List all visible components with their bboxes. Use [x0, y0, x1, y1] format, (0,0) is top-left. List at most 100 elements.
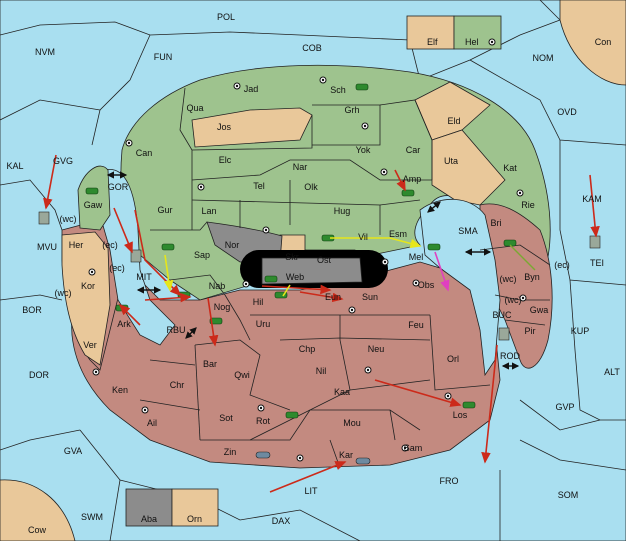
sea-label-alt-20[interactable]: ALT	[604, 367, 620, 377]
sea-label-pol-0[interactable]: POL	[217, 12, 235, 22]
land-label-bri-21[interactable]: Bri	[491, 218, 502, 228]
sea-label-lit-25[interactable]: LIT	[304, 486, 318, 496]
land-label-jos-3[interactable]: Jos	[217, 122, 232, 132]
land-label-nog-42[interactable]: Nog	[214, 302, 231, 312]
sea-label-fun-2[interactable]: FUN	[154, 52, 173, 62]
land-label-wc-37[interactable]: (wc)	[55, 288, 72, 298]
land-label-orl-52[interactable]: Orl	[447, 354, 459, 364]
land-label-can-6[interactable]: Can	[136, 148, 153, 158]
land-label-sch-1[interactable]: Sch	[330, 85, 346, 95]
sea-label-cow-29[interactable]: Cow	[28, 525, 47, 535]
land-label-olk-15[interactable]: Olk	[304, 182, 318, 192]
land-label-los-58[interactable]: Los	[453, 410, 468, 420]
sea-label-buc-17[interactable]: BUC	[492, 310, 512, 320]
sea-label-gvp-22[interactable]: GVP	[555, 402, 574, 412]
land-label-wc-41[interactable]: (wc)	[505, 295, 522, 305]
land-label-nab-35[interactable]: Nab	[209, 281, 226, 291]
sea-label-nom-4[interactable]: NOM	[533, 53, 554, 63]
land-label-vil-23[interactable]: Vil	[358, 232, 368, 242]
sea-label-dax-28[interactable]: DAX	[272, 516, 291, 526]
sea-label-kal-8[interactable]: KAL	[6, 161, 23, 171]
land-label-sap-27[interactable]: Sap	[194, 250, 210, 260]
land-label-sun-39[interactable]: Sun	[362, 292, 378, 302]
land-label-ail-61[interactable]: Ail	[147, 418, 157, 428]
land-label-wc-22[interactable]: (wc)	[60, 214, 77, 224]
land-label-amp-13[interactable]: Amp	[403, 174, 422, 184]
sea-label-nor-32[interactable]: Nor	[225, 240, 240, 250]
land-label-chr-55[interactable]: Chr	[170, 380, 185, 390]
land-label-yok-7[interactable]: Yok	[356, 145, 371, 155]
land-label-kat-12[interactable]: Kat	[503, 163, 517, 173]
land-label-mou-62[interactable]: Mou	[343, 418, 361, 428]
land-label-jad-0[interactable]: Jad	[244, 84, 259, 94]
land-label-ver-48[interactable]: Ver	[83, 340, 97, 350]
sea-label-swm-27[interactable]: SWM	[81, 512, 103, 522]
land-label-kar-65[interactable]: Kar	[339, 450, 353, 460]
land-label-obs-36[interactable]: Obs	[418, 280, 435, 290]
land-label-her-25[interactable]: Her	[69, 240, 84, 250]
sea-label-ost-31[interactable]: Ost	[317, 255, 332, 265]
sea-label-gor-9[interactable]: GOR	[108, 182, 129, 192]
land-label-kaa-57[interactable]: Kaa	[334, 387, 350, 397]
sea-label-kam-10[interactable]: KAM	[582, 194, 602, 204]
land-label-ec-26[interactable]: (ec)	[102, 240, 118, 250]
land-label-gaw-16[interactable]: Gaw	[84, 200, 103, 210]
sea-label-gvg-7[interactable]: GVG	[53, 156, 73, 166]
sea-label-bor-15[interactable]: BOR	[22, 305, 42, 315]
land-label-chp-49[interactable]: Chp	[299, 344, 316, 354]
land-label-gwa-43[interactable]: Gwa	[530, 305, 549, 315]
land-label-sam-63[interactable]: Sam	[404, 443, 423, 453]
sea-label-ovd-6[interactable]: OVD	[557, 107, 577, 117]
land-label-ken-56[interactable]: Ken	[112, 385, 128, 395]
land-label-qua-2[interactable]: Qua	[186, 103, 203, 113]
land-label-ark-44[interactable]: Ark	[117, 319, 131, 329]
land-label-lan-17[interactable]: Lan	[201, 206, 216, 216]
land-label-eld-5[interactable]: Eld	[447, 116, 460, 126]
land-label-gur-18[interactable]: Gur	[157, 205, 172, 215]
land-label-zin-64[interactable]: Zin	[224, 447, 237, 457]
land-label-hil-40[interactable]: Hil	[253, 297, 264, 307]
land-label-rie-20[interactable]: Rie	[521, 200, 535, 210]
land-label-kor-34[interactable]: Kor	[81, 281, 95, 291]
land-label-qwi-53[interactable]: Qwi	[234, 370, 250, 380]
sea-label-fro-24[interactable]: FRO	[440, 476, 459, 486]
land-label-car-8[interactable]: Car	[406, 145, 421, 155]
land-label-byn-30[interactable]: Byn	[524, 272, 540, 282]
land-label-elc-10[interactable]: Elc	[219, 155, 232, 165]
land-label-wc-31[interactable]: (wc)	[500, 274, 517, 284]
sea-label-con-5[interactable]: Con	[595, 37, 612, 47]
sea-label-mvu-12[interactable]: MVU	[37, 242, 57, 252]
land-label-grh-4[interactable]: Grh	[344, 105, 359, 115]
sea-label-mit-14[interactable]: MIT	[136, 272, 152, 282]
sea-label-kup-18[interactable]: KUP	[571, 326, 590, 336]
sea-label-rbu-16[interactable]: RBU	[166, 325, 185, 335]
land-label-pir-47[interactable]: Pir	[525, 326, 536, 336]
land-label-neu-50[interactable]: Neu	[368, 344, 385, 354]
land-label-esm-24[interactable]: Esm	[389, 229, 407, 239]
sea-label-nvm-1[interactable]: NVM	[35, 47, 55, 57]
sea-label-skr-30[interactable]: Skr	[285, 252, 299, 262]
land-label-nar-11[interactable]: Nar	[293, 162, 308, 172]
land-label-ec-29[interactable]: (ec)	[109, 263, 125, 273]
land-label-ec-32[interactable]: (ec)	[554, 260, 570, 270]
land-label-uru-45[interactable]: Uru	[256, 319, 271, 329]
land-label-tel-14[interactable]: Tel	[253, 181, 265, 191]
land-label-feu-46[interactable]: Feu	[408, 320, 424, 330]
sea-label-som-26[interactable]: SOM	[558, 490, 579, 500]
dislodged-units[interactable]	[38, 211, 601, 341]
land-label-uta-9[interactable]: Uta	[444, 156, 458, 166]
sea-label-sma-11[interactable]: SMA	[458, 226, 478, 236]
land-label-rot-60[interactable]: Rot	[256, 416, 271, 426]
sea-label-tei-13[interactable]: TEI	[590, 258, 604, 268]
land-label-hug-19[interactable]: Hug	[334, 206, 351, 216]
land-label-eun-38[interactable]: Eun	[325, 292, 341, 302]
land-label-web-33[interactable]: Web	[286, 272, 304, 282]
sea-label-cob-3[interactable]: COB	[302, 43, 322, 53]
land-label-sot-59[interactable]: Sot	[219, 413, 233, 423]
sea-label-gva-23[interactable]: GVA	[64, 446, 82, 456]
land-label-bar-51[interactable]: Bar	[203, 359, 217, 369]
land-label-mel-28[interactable]: Mel	[409, 252, 424, 262]
land-label-nil-54[interactable]: Nil	[316, 366, 327, 376]
sea-label-dor-21[interactable]: DOR	[29, 370, 50, 380]
sea-label-rod-19[interactable]: ROD	[500, 351, 521, 361]
